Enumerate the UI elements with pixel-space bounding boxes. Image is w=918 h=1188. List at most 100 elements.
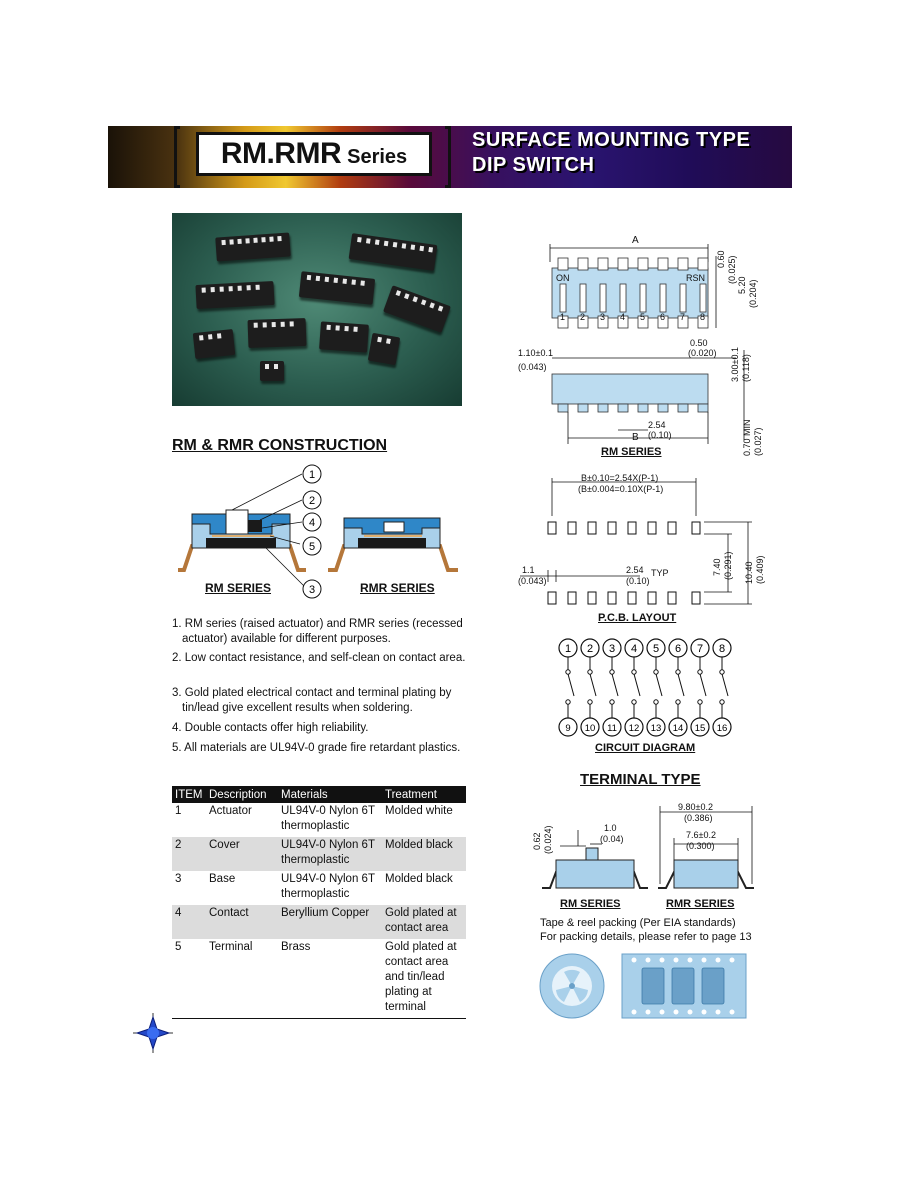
dim-050-in: (0.020) (688, 348, 717, 358)
spec-table: ITEM Description Materials Treatment 1 A… (172, 786, 466, 1019)
construction-diagram: 1 2 4 5 3 (178, 464, 458, 599)
series-suffix: Series (347, 146, 408, 168)
table-row: 3 Base UL94V-0 Nylon 6T thermoplastic Mo… (172, 871, 466, 905)
series-name: RM.RMR (220, 137, 342, 170)
construction-rmr-label: RMR SERIES (360, 581, 435, 595)
feature-item: 1. RM series (raised actuator) and RMR s… (172, 618, 463, 645)
circuit-pin: 11 (607, 723, 617, 734)
table-header-row: ITEM Description Materials Treatment (172, 786, 466, 803)
photo-switch (215, 232, 291, 262)
col-header-item: ITEM (172, 786, 206, 803)
cell-item: 5 (172, 939, 206, 1019)
cell-description: Terminal (206, 939, 278, 1019)
circuit-pin: 14 (673, 723, 684, 734)
rm-series-caption: RM SERIES (601, 446, 662, 458)
terminal-type-heading: TERMINAL TYPE (580, 771, 701, 788)
header-banner: RM.RMR Series SURFACE MOUNTING TYPE DIP … (108, 126, 792, 188)
term-dim-76-in: (0.300) (686, 841, 715, 851)
circuit-pin: 5 (653, 643, 659, 655)
circuit-pin: 2 (587, 643, 593, 655)
table-row: 2 Cover UL94V-0 Nylon 6T thermoplastic M… (172, 837, 466, 871)
callout-5: 5 (309, 541, 315, 553)
table-row: 4 Contact Beryllium Copper Gold plated a… (172, 905, 466, 939)
cell-description: Base (209, 873, 236, 885)
product-title-line2: DIP SWITCH (472, 154, 595, 176)
table-row: 1 Actuator UL94V-0 Nylon 6T thermoplasti… (172, 803, 466, 837)
terminal-type-drawing (542, 806, 754, 889)
dim-254: 2.54 (648, 420, 666, 430)
pcb-dim-11: 1.1 (522, 565, 535, 575)
feature-item: 5. All materials are UL94V-0 grade fire … (172, 742, 461, 754)
circuit-pin: 4 (631, 643, 637, 655)
product-title-line1: SURFACE MOUNTING TYPE (472, 129, 751, 151)
circuit-pin: 10 (585, 723, 596, 734)
term-dim-980: 9.80±0.2 (678, 802, 713, 812)
tape-reel-drawing (539, 953, 747, 1019)
term-dim-76: 7.6±0.2 (686, 830, 716, 840)
circuit-pin: 15 (695, 723, 706, 734)
feature-item: 4. Double contacts offer high reliabilit… (172, 722, 369, 734)
circuit-pin: 7 (697, 643, 703, 655)
cell-treatment: Gold plated at contact area and tin/lead… (382, 939, 466, 1019)
callout-1: 1 (309, 469, 315, 481)
rm-top-view-drawing (549, 244, 745, 444)
photo-switch (260, 361, 284, 381)
cell-description: Cover (206, 837, 278, 871)
pcb-dim-1040: 10.40 (744, 561, 754, 584)
dim-rsn-label: RSN (686, 273, 706, 283)
photo-switch (298, 271, 376, 305)
photo-switch (319, 321, 369, 353)
switch-number: 1 (560, 312, 566, 322)
cell-description: Actuator (209, 805, 252, 817)
dim-070: 0.70 MIN (742, 419, 752, 456)
packing-note: Tape & reel packing (Per EIA standards) (540, 917, 736, 929)
pcb-dim-b-in: (B±0.004=0.10X(P-1) (578, 484, 664, 494)
pcb-dim-b-mm: B±0.10=2.54X(P-1) (581, 473, 659, 483)
pcb-dim-740: 7.40 (712, 558, 722, 576)
pcb-dim-11-in: (0.043) (518, 576, 547, 586)
callout-2: 2 (309, 495, 315, 507)
switch-number: 3 (600, 312, 606, 322)
pcb-layout-caption: P.C.B. LAYOUT (598, 612, 677, 624)
dim-254-in: (0.10) (648, 430, 672, 440)
circuit-pin: 9 (565, 723, 570, 734)
cell-item: 3 (175, 873, 182, 885)
circuit-pin: 13 (651, 723, 662, 734)
pcb-dim-254-in: (0.10) (626, 576, 650, 586)
term-dim-10-in: (0.04) (600, 834, 624, 844)
circuit-diagram: 1 2 3 4 5 6 7 8 9 10 11 12 13 14 15 16 (558, 638, 732, 737)
feature-item: 2. Low contact resistance, and self-clea… (172, 652, 466, 664)
cell-treatment: Molded black (382, 837, 466, 871)
cell-treatment: Molded black (385, 873, 453, 885)
bracket-left (174, 126, 180, 188)
pcb-dim-1040-in: (0.409) (755, 555, 765, 584)
cell-materials: Brass (278, 939, 382, 1019)
cell-item: 4 (172, 905, 206, 939)
cell-item: 1 (175, 805, 182, 817)
cell-materials: UL94V-0 Nylon 6T thermoplastic (281, 873, 375, 900)
switch-number: 5 (640, 312, 646, 322)
circuit-pin: 12 (629, 723, 640, 734)
table-row: 5 Terminal Brass Gold plated at contact … (172, 939, 466, 1019)
circuit-pin: 1 (565, 643, 571, 655)
callout-3: 3 (309, 584, 315, 596)
cell-description: Contact (206, 905, 278, 939)
dim-300-in: (0.118) (741, 354, 751, 382)
dim-050: 0.50 (690, 338, 708, 348)
dim-110: 1.10±0.1 (518, 348, 553, 358)
circuit-pin: 6 (675, 643, 681, 655)
term-dim-980-in: (0.386) (684, 813, 713, 823)
dim-110-in: (0.043) (518, 362, 547, 372)
term-dim-062: 0.62 (532, 832, 542, 850)
feature-item: 3. Gold plated electrical contact and te… (172, 687, 452, 714)
page-star-icon (133, 1013, 173, 1053)
dim-b: B (632, 432, 639, 443)
dim-060-in: (0.025) (727, 255, 737, 284)
dim-060: 0.60 (716, 250, 726, 268)
construction-rm-label: RM SERIES (205, 581, 272, 595)
product-photo (172, 213, 462, 406)
cell-item: 2 (172, 837, 206, 871)
cell-treatment: Molded white (385, 805, 453, 817)
dim-300: 3.00±0.1 (730, 347, 740, 382)
photo-switch (348, 233, 438, 271)
